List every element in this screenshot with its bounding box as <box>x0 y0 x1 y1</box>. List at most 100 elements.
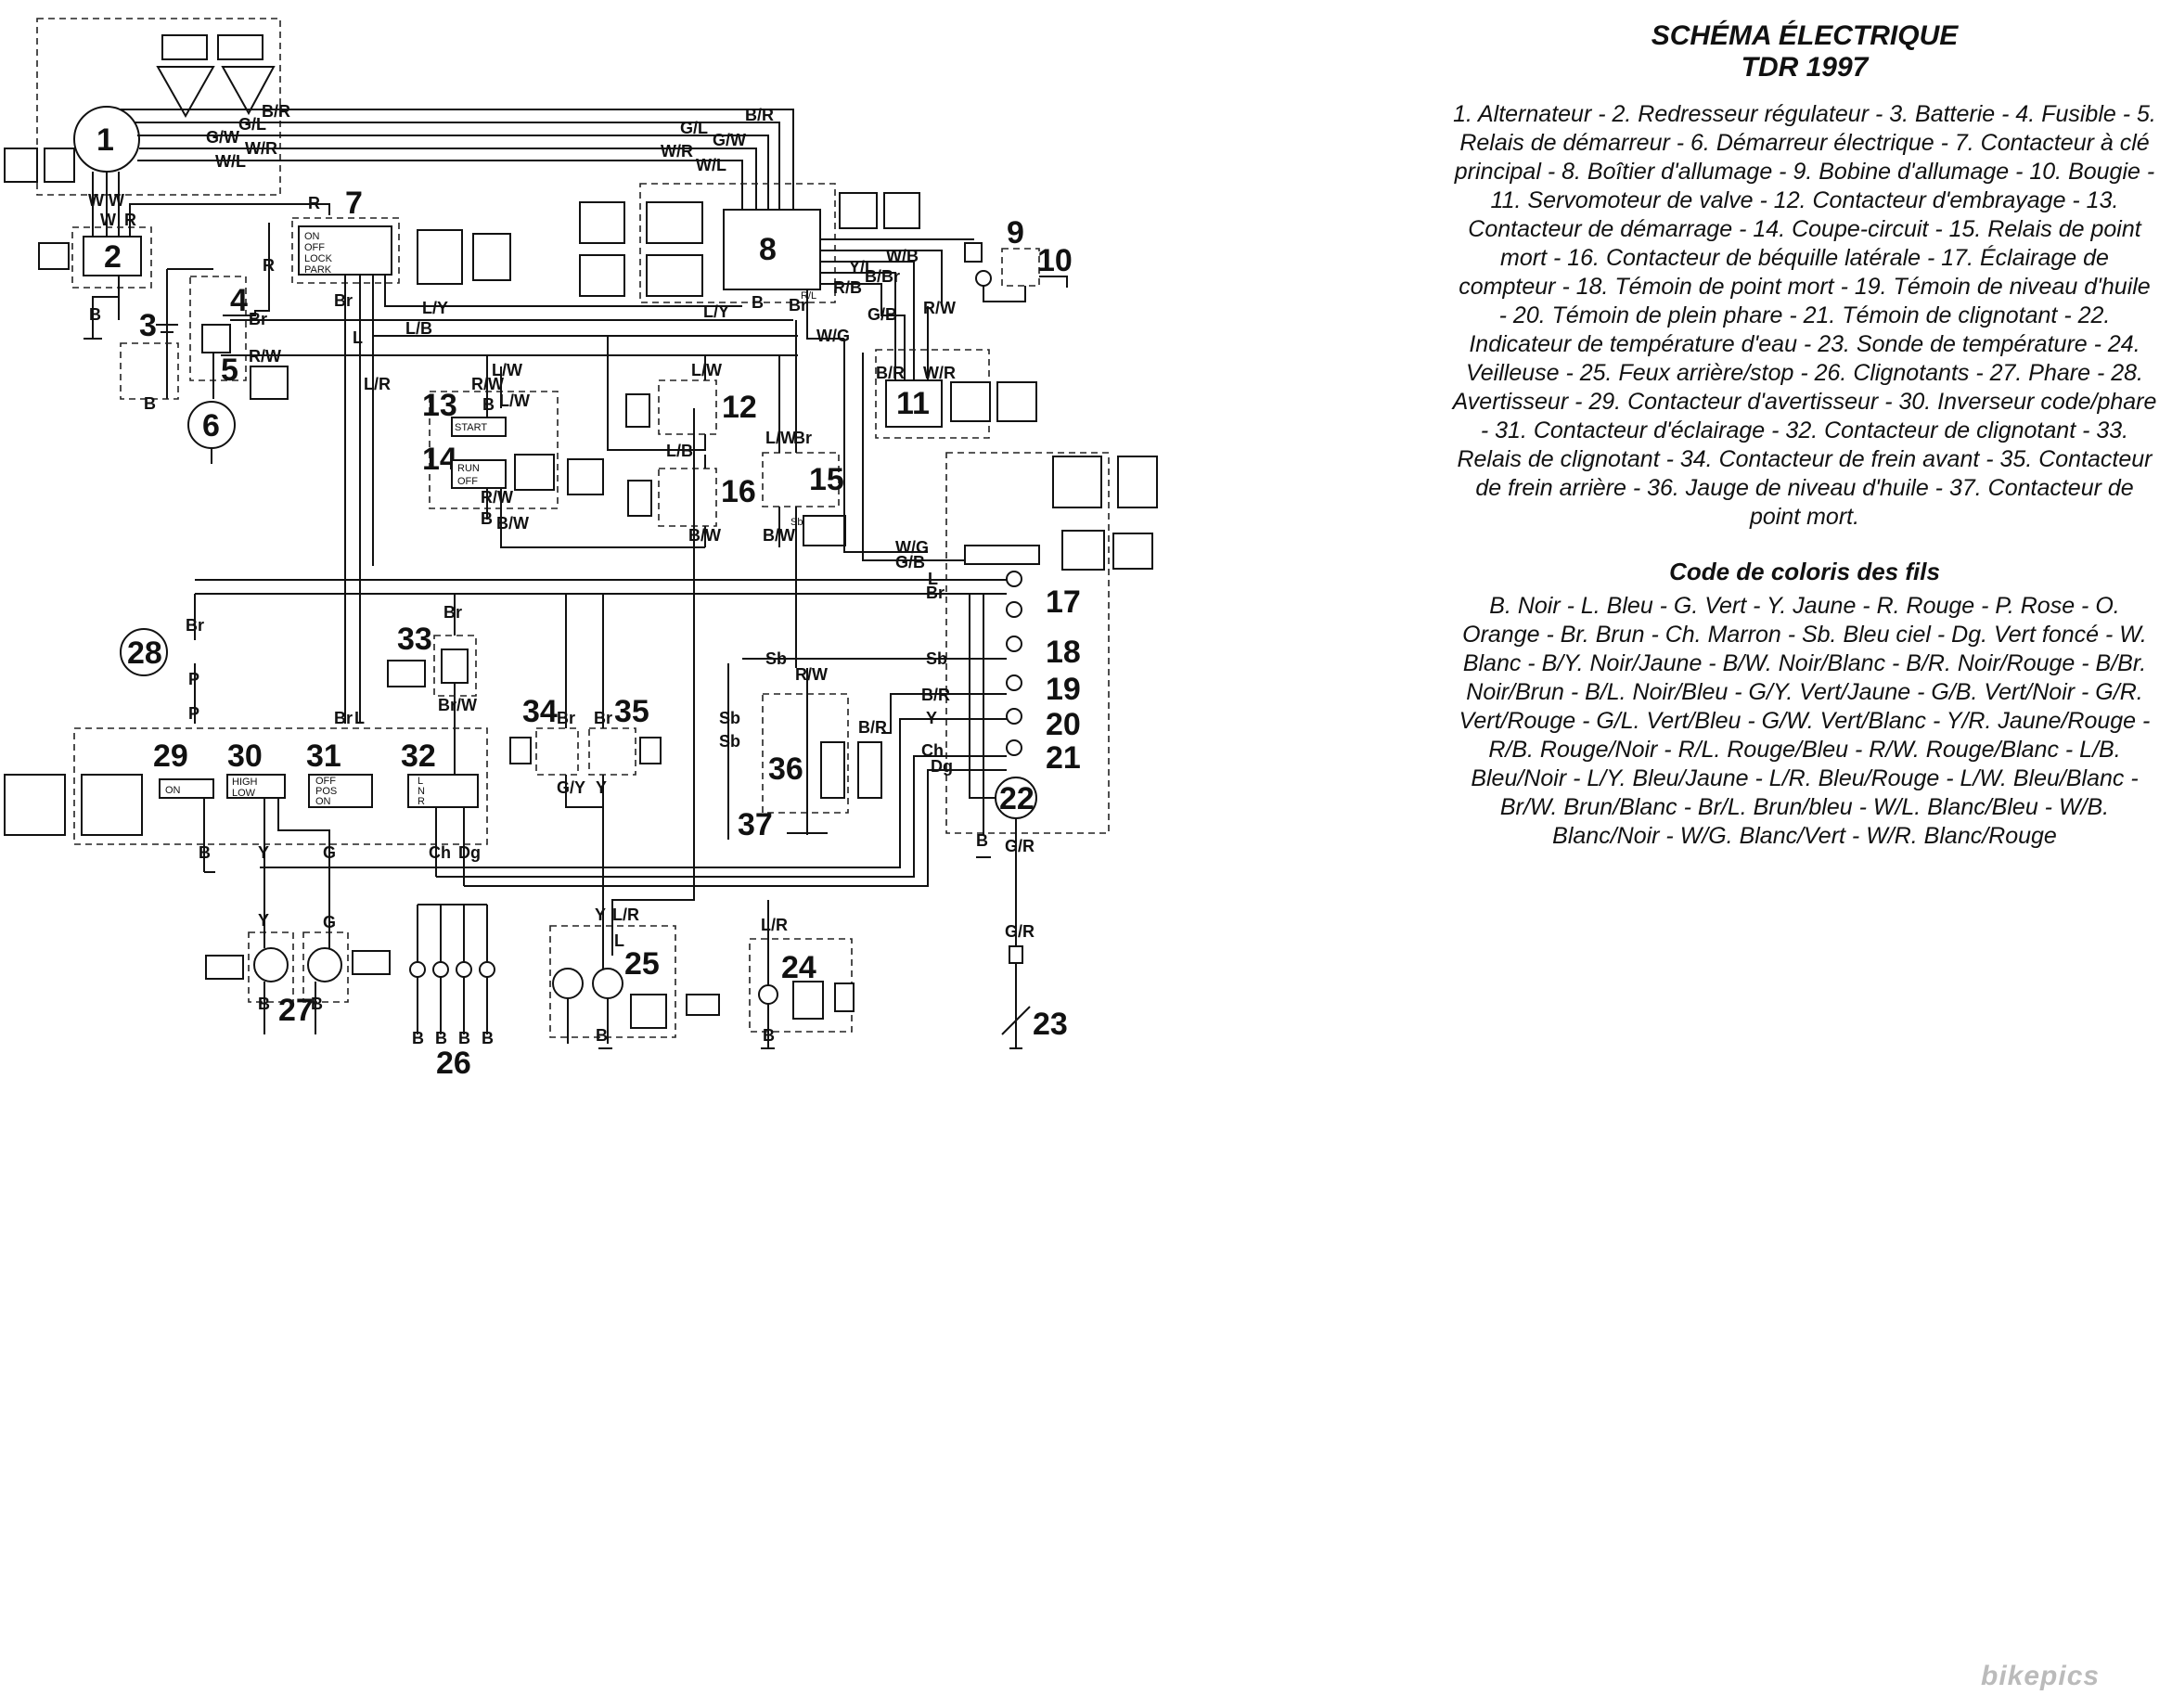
label-19: 19 <box>1046 672 1081 707</box>
diagram-title: SCHÉMA ÉLECTRIQUE <box>1651 20 1959 51</box>
label-23: 23 <box>1033 1007 1068 1042</box>
wire-label: G/R <box>1005 837 1035 855</box>
wire-label: G/W <box>713 131 746 149</box>
label-5: 5 <box>221 353 238 388</box>
color-code-list: B. Noir - L. Bleu - G. Vert - Y. Jaune -… <box>1459 593 2151 849</box>
off14-label: OFF <box>457 476 478 487</box>
wire-label: G/Y <box>557 778 585 797</box>
wire-label: Br <box>334 291 353 310</box>
coil-wires <box>983 276 1068 302</box>
turn-switch <box>407 774 479 808</box>
wire-rw-relay <box>212 353 798 399</box>
wire-label: L <box>928 570 938 588</box>
wire-label: W/G <box>816 327 850 345</box>
wire-label: L/R <box>612 905 639 924</box>
wire-label: B <box>482 395 495 414</box>
wire-label: L/W <box>765 429 796 447</box>
cdi-plug-a <box>579 201 625 244</box>
wire-label: B/R <box>858 718 887 737</box>
wire-label: Sb <box>719 709 740 727</box>
taillight-group <box>549 925 676 1038</box>
wire-label: R <box>263 256 275 275</box>
wire-label: W <box>88 191 104 210</box>
wire-label: L <box>353 328 363 347</box>
cdi-plug-d <box>646 254 703 297</box>
wire-wb <box>820 250 943 306</box>
label-12: 12 <box>722 390 757 425</box>
wire-r-fuse <box>223 223 270 316</box>
wire-label: W/R <box>661 142 693 161</box>
key-pos-lock: LOCK <box>304 253 333 264</box>
wire-label: Y <box>926 709 937 727</box>
wire-label: B <box>596 1026 608 1045</box>
wire-label: L/W <box>492 361 522 379</box>
wire-label: L/R <box>364 375 391 393</box>
ignition-group <box>639 183 836 303</box>
wiring-diagram: 1 B/R G/L G/W W/R W/L B/R G/L G/W W/R W/… <box>4 18 1158 1081</box>
wires-ch-dg <box>436 755 1007 887</box>
headlight-plug-b <box>352 950 391 975</box>
wire-label: L/Y <box>422 299 448 317</box>
wire-wr-alt <box>139 148 757 212</box>
wire-label: R/W <box>481 488 513 507</box>
diagram-subtitle: TDR 1997 <box>1741 52 1869 83</box>
wire-label: B <box>258 995 270 1013</box>
wire-label: Y <box>596 778 607 797</box>
wire-label: Y <box>258 911 269 930</box>
watermark-logo: bikepics <box>1981 1661 2101 1691</box>
front-brake-switch <box>535 727 579 776</box>
wire-label: B <box>482 1029 494 1047</box>
sidestand-plug <box>627 480 652 517</box>
wires-l-br-bus <box>195 579 1007 595</box>
meter-plug-d <box>1112 533 1153 570</box>
ground-symbols <box>84 338 1022 1049</box>
instrument-group <box>945 452 1110 834</box>
wire-label: Br <box>789 296 807 315</box>
label-9: 9 <box>1007 215 1024 250</box>
headlight-high <box>248 931 294 1003</box>
brake-wires <box>565 594 604 928</box>
dimmer-switch <box>226 774 286 799</box>
wire-label: B <box>412 1029 424 1047</box>
alt-connector-a <box>161 34 208 60</box>
label-22: 22 <box>999 781 1035 816</box>
wire-label: L/B <box>666 442 693 460</box>
wire-br-oil <box>881 693 1007 734</box>
label-1: 1 <box>96 122 114 158</box>
wire-label: W/R <box>923 364 956 382</box>
lamp-17b <box>1006 601 1022 618</box>
label-15: 15 <box>809 462 844 497</box>
coil-ground <box>975 270 992 287</box>
wire-label: Br <box>186 616 204 635</box>
tail-bulb-a <box>552 968 584 999</box>
label-2: 2 <box>104 239 122 275</box>
wire-label: B <box>481 509 493 528</box>
relay-plug <box>803 515 846 546</box>
left-switch-wires <box>203 798 465 923</box>
wire-bbr <box>820 272 896 380</box>
wire-label: Dg <box>458 843 481 862</box>
start-switch <box>451 417 507 437</box>
headlight-wires <box>263 867 330 1034</box>
wire-label: R/L <box>801 290 816 302</box>
wire-label: B <box>763 1026 775 1045</box>
wire-label: Br <box>334 709 353 727</box>
regulator-group <box>71 226 152 289</box>
cdi-plug-c <box>579 254 625 297</box>
key-output-wires <box>344 275 374 724</box>
wire-wg-cdi <box>806 289 844 340</box>
wire-label: P <box>188 704 199 723</box>
label-10: 10 <box>1037 243 1073 278</box>
flasher-plug <box>387 660 426 687</box>
meter-plug-a <box>1052 456 1102 508</box>
wire-label: B <box>458 1029 470 1047</box>
horn-on-label: ON <box>165 785 181 796</box>
alt-plug-left-a <box>4 148 38 183</box>
wire-label: B/R <box>262 102 290 121</box>
rear-brake-switch <box>588 727 636 776</box>
wire-y-highbeam <box>260 718 1007 868</box>
headlight-plug-a <box>205 955 244 980</box>
wire-label: G <box>323 913 336 931</box>
temp-fuse <box>964 545 1040 565</box>
reg-ground <box>92 276 120 339</box>
